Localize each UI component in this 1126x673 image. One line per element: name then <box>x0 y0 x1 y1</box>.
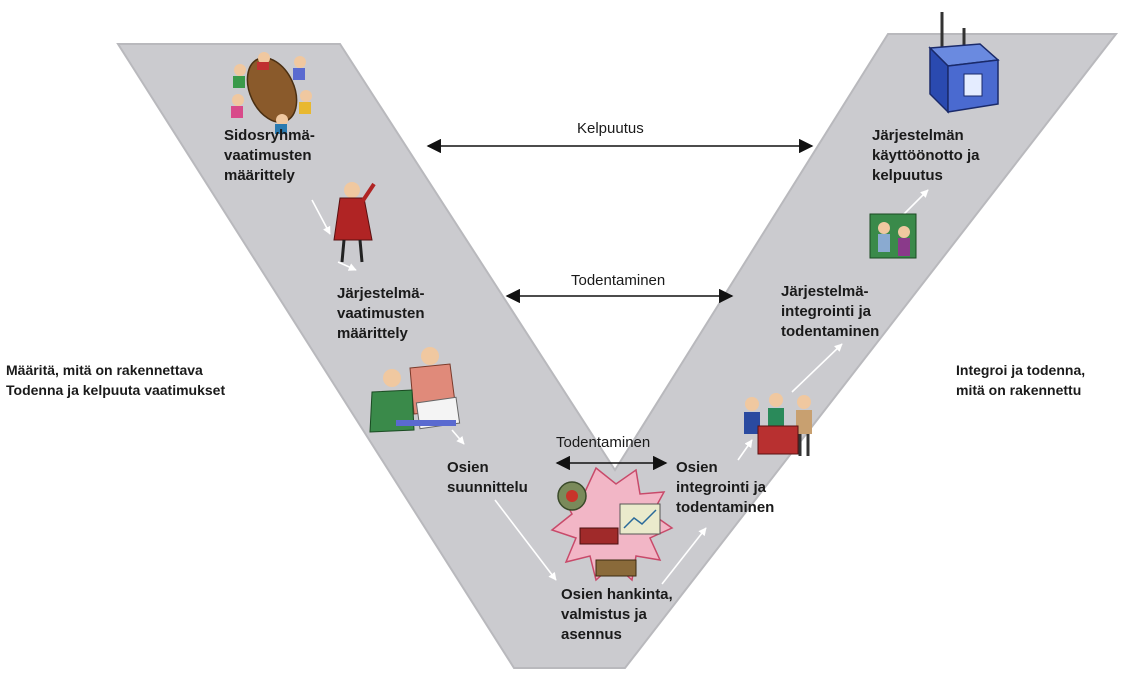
system-verification-label: Todentaminen <box>571 272 666 289</box>
procurement-label: Osien hankinta, valmistus ja asennus <box>561 586 673 643</box>
flow-arrow-5 <box>661 527 707 585</box>
stakeholder-requirements-label: Sidosryhmä- vaatimusten määrittely <box>224 127 315 184</box>
right-side-note: Integroi ja todenna, mitä on rakennettu <box>956 362 1086 398</box>
flow-arrow-1 <box>311 199 331 235</box>
system-requirements-label: Järjestelmä- vaatimusten määrittely <box>337 285 425 342</box>
flow-arrow-3 <box>451 429 465 445</box>
component-verification-label: Todentaminen <box>556 434 651 451</box>
team-clipart <box>869 213 917 259</box>
deployment-label: Järjestelmän käyttöönotto ja kelpuutus <box>872 127 980 184</box>
flow-arrow-7 <box>791 343 843 393</box>
workers-clipart <box>744 393 812 456</box>
flow-arrow-6 <box>737 439 753 461</box>
machine-clipart <box>928 12 1000 114</box>
designers-clipart <box>369 347 461 433</box>
meeting-clipart <box>231 52 312 134</box>
left-side-note: Määritä, mitä on rakennettava Todenna ja… <box>6 362 226 398</box>
presenter-clipart <box>333 182 376 263</box>
validation-label: Kelpuutus <box>577 120 644 137</box>
system-integration-label: Järjestelmä- integrointi ja todentaminen <box>781 283 880 340</box>
flow-arrow-4 <box>494 499 557 581</box>
component-integration-label: Osien integrointi ja todentaminen <box>676 459 775 516</box>
flow-arrow-2 <box>337 261 357 271</box>
manufacturing-clipart <box>550 466 674 582</box>
component-design-label: Osien suunnittelu <box>447 459 528 496</box>
